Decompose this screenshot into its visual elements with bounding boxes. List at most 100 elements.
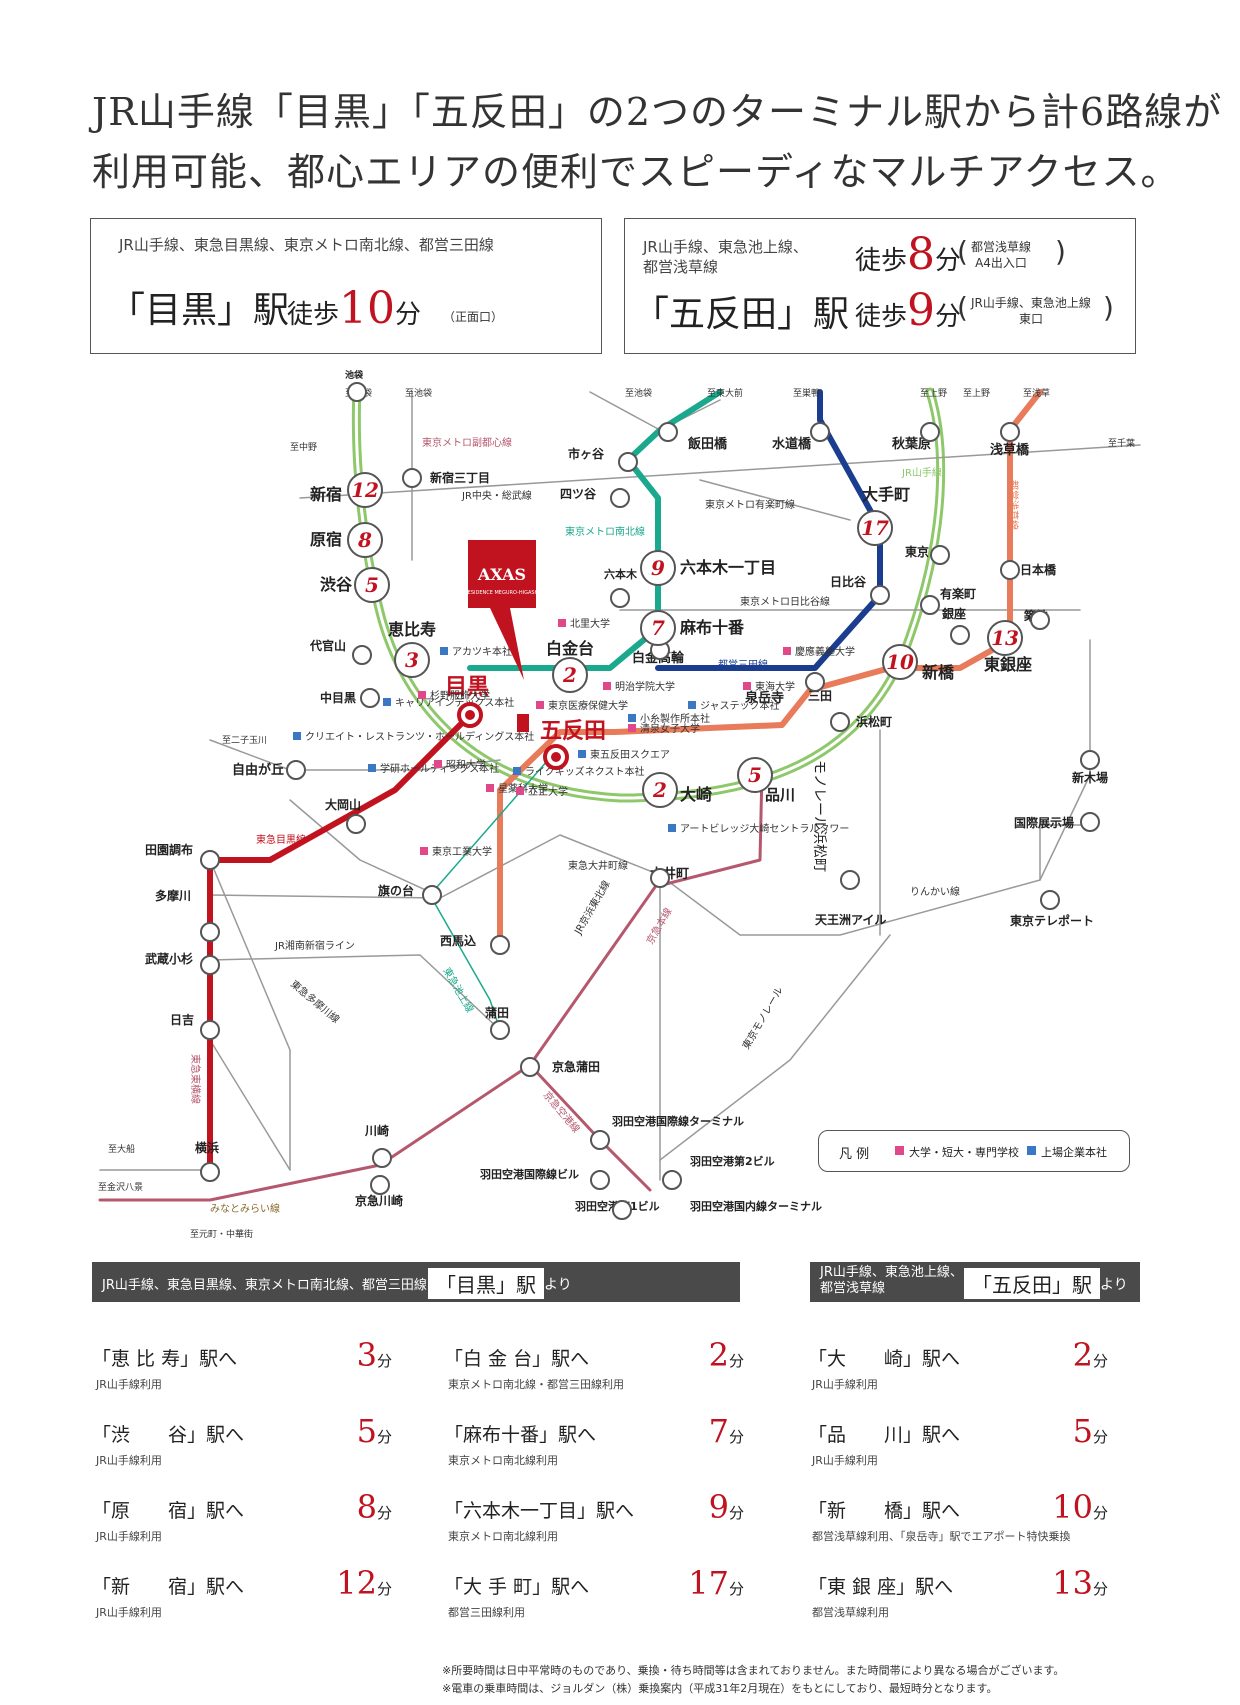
header-lines-2: 都営浅草線	[820, 1281, 886, 1296]
walk-unit: 分	[935, 246, 962, 276]
station-築地	[1030, 610, 1050, 630]
university-label-2: 東京医療保健大学	[548, 699, 628, 712]
university-marker-icon	[420, 847, 428, 855]
station-label-日比谷: 日比谷	[830, 574, 867, 589]
route-note: 東京メトロ南北線利用	[448, 1530, 558, 1543]
station-label-羽田空港国内線ターミナル: 羽田空港国内線ターミナル	[690, 1199, 822, 1213]
minutes-value: 7	[708, 1412, 729, 1450]
station-大井町	[650, 868, 670, 888]
header-station: 「目黒」駅	[428, 1268, 544, 1299]
station-label-蒲田: 蒲田	[485, 1005, 509, 1020]
bound-label-3: 至東大前	[707, 387, 743, 399]
university-marker-icon	[743, 682, 751, 690]
minutes-value: 5	[1072, 1412, 1093, 1450]
travel-minutes: 2分	[1073, 1336, 1108, 1374]
badge-ring-渋谷	[354, 567, 390, 603]
badge-minutes-大手町: 17	[861, 516, 889, 540]
line-label-7: 都営浅草線	[1007, 480, 1020, 530]
line-label-6: 都営三田線	[718, 658, 768, 671]
university-marker-icon	[536, 701, 544, 709]
badge-minutes-麻布十番: 7	[651, 616, 665, 640]
minutes-unit: 分	[1092, 1428, 1108, 1446]
university-label-0: 北里大学	[570, 617, 610, 630]
minutes-value: 2	[1072, 1336, 1093, 1374]
header-station: 「五反田」駅	[964, 1268, 1100, 1299]
station-浜松町	[830, 712, 850, 732]
station-label-六本木: 六本木	[604, 567, 638, 581]
minutes-value: 13	[1052, 1564, 1093, 1602]
map-legend: 凡 例 大学・短大・専門学校 上場企業本社	[818, 1130, 1130, 1172]
destination: 「新 橋」駅へ	[808, 1500, 961, 1522]
company-marker-icon	[293, 732, 301, 740]
company-label-6: 東五反田スクエア	[590, 748, 670, 761]
line-label-5: 東京メトロ日比谷線	[740, 595, 830, 608]
station-label-泉岳寺: 泉岳寺	[745, 690, 784, 706]
travel-minutes: 12分	[336, 1564, 392, 1602]
destination: 「六本木一丁目」駅へ	[444, 1500, 635, 1522]
travel-minutes: 3分	[357, 1336, 392, 1374]
minutes-unit: 分	[376, 1428, 392, 1446]
company-label-0: アカツキ本社	[452, 645, 512, 658]
station-label-京急蒲田: 京急蒲田	[552, 1059, 600, 1074]
line-label-4: JR山手線	[901, 466, 942, 479]
destination: 「渋 谷」駅へ	[92, 1424, 245, 1446]
station-銀座	[950, 625, 970, 645]
minutes-unit: 分	[1092, 1580, 1108, 1598]
line-label-12: 東急東横線	[189, 1054, 202, 1104]
station-国際展示場	[1080, 812, 1100, 832]
paren-close-icon: )	[1055, 235, 1066, 268]
destination: 「大 崎」駅へ	[808, 1348, 961, 1370]
gotanda-lines-2: 都営浅草線	[643, 258, 719, 276]
badge-ring-白金台	[552, 657, 588, 693]
property-subname: RESIDENCE MEGURO-HIGASHI	[464, 590, 540, 596]
station-label-麻布十番: 麻布十番	[679, 618, 745, 637]
station-市ヶ谷	[618, 452, 638, 472]
station-自由が丘	[286, 760, 306, 780]
badge-ring-原宿	[347, 522, 383, 558]
minutes-value: 10	[1052, 1488, 1093, 1526]
route-note: JR山手線利用	[96, 1606, 162, 1619]
badge-minutes-大崎: 2	[652, 778, 667, 802]
company-swatch-icon	[1027, 1146, 1036, 1155]
station-label-羽田空港第2ビル: 羽田空港第2ビル	[690, 1154, 775, 1168]
station-水道橋	[810, 422, 830, 442]
headline-line-2: 利用可能、都心エリアの便利でスピーディなマルチアクセス。	[92, 150, 1180, 194]
badge-minutes-新宿: 12	[351, 478, 379, 502]
station-横浜	[200, 1162, 220, 1182]
badge-ring-大崎	[642, 772, 678, 808]
station-label-横浜: 横浜	[195, 1140, 219, 1155]
university-marker-icon	[486, 784, 494, 792]
company-marker-icon	[668, 824, 676, 832]
line-label-20: モノレール浜松町	[811, 760, 827, 872]
line-label-11: 東急多摩川線	[288, 977, 342, 1026]
route-note: 都営浅草線利用	[812, 1606, 889, 1619]
station-羽田空港国際線ターミナル	[590, 1130, 610, 1150]
station-label-有楽町: 有楽町	[940, 586, 976, 601]
university-marker-icon	[628, 724, 636, 732]
university-label-4: 清泉女子大学	[640, 722, 700, 735]
line-label-18: 京急空港線	[541, 1089, 583, 1136]
bound-label-6: 至上野	[963, 388, 990, 399]
minutes-unit: 分	[1092, 1352, 1108, 1370]
station-label-新宿: 新宿	[310, 485, 342, 504]
badge-ring-麻布十番	[640, 610, 676, 646]
route-note: 都営浅草線利用、「泉岳寺」駅でエアポート特快乗換	[812, 1530, 1071, 1543]
minutes-value: 12	[336, 1564, 377, 1602]
route-note: 東京メトロ南北線・都営三田線利用	[448, 1378, 624, 1391]
station-label-渋谷: 渋谷	[320, 575, 353, 594]
badge-minutes-品川: 5	[748, 763, 762, 787]
station-label-原宿: 原宿	[310, 530, 342, 549]
bound-label-8: 至千葉	[1108, 437, 1135, 449]
station-羽田空港国際線ビル	[590, 1170, 610, 1190]
station-中目黒	[360, 688, 380, 708]
property-logo	[468, 540, 536, 608]
walk-minutes: 8	[907, 229, 936, 280]
station-label-日本橋: 日本橋	[1020, 562, 1057, 577]
line-label-19: りんかい線	[910, 885, 960, 898]
station-新宿三丁目	[402, 468, 422, 488]
